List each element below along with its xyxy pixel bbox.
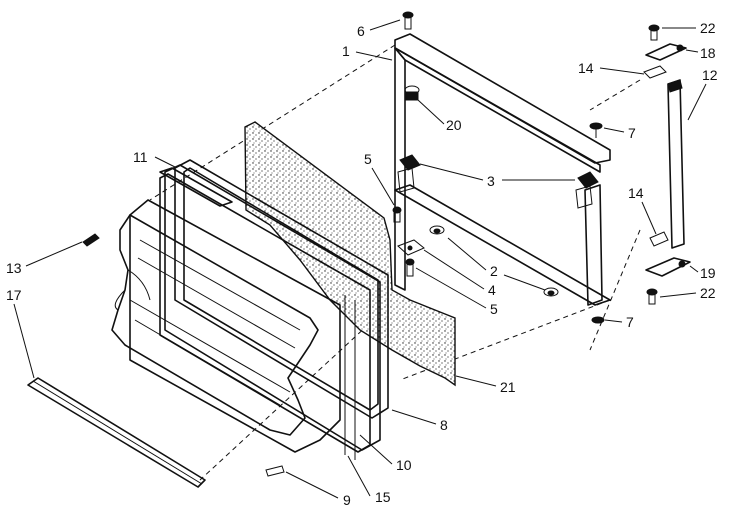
- callout-10: 10: [396, 457, 412, 473]
- callout-12: 12: [702, 67, 718, 83]
- callout-8: 8: [440, 417, 448, 433]
- callouts: 1 2 3 4 5 5 6 7 7 8 9 10: [6, 19, 718, 508]
- hinge-18-icon: [645, 43, 687, 61]
- screw-5-icon: [392, 206, 402, 223]
- callout-2: 2: [490, 263, 498, 279]
- gasket-bar-11: [159, 167, 233, 207]
- plug-13-icon: [82, 233, 100, 247]
- callout-3: 3: [487, 173, 495, 189]
- trim-strip-17: [27, 377, 206, 488]
- callout-14-top: 14: [578, 60, 594, 76]
- shim-14-top-icon: [643, 65, 667, 79]
- callout-6: 6: [357, 23, 365, 39]
- callout-4: 4: [488, 282, 496, 298]
- screw-22-top-icon: [648, 24, 660, 41]
- inner-door-panel: [111, 199, 341, 453]
- construction-lines: [149, 44, 641, 481]
- callout-7-top: 7: [628, 125, 636, 141]
- shim-14-bottom-icon: [649, 231, 669, 247]
- callout-11: 11: [133, 149, 148, 165]
- callout-1: 1: [342, 43, 350, 59]
- callout-22-top: 22: [700, 20, 716, 36]
- callout-22-bottom: 22: [700, 285, 716, 301]
- callout-13: 13: [6, 260, 22, 276]
- callout-5-upper: 5: [364, 151, 372, 167]
- callout-19: 19: [700, 265, 716, 281]
- callout-15: 15: [375, 489, 391, 505]
- callout-21: 21: [500, 379, 516, 395]
- bracket-4-icon: [397, 239, 425, 256]
- callout-17: 17: [6, 287, 22, 303]
- callout-9: 9: [343, 492, 351, 508]
- door-frame: [394, 33, 611, 306]
- callout-7-bottom: 7: [626, 314, 634, 330]
- callout-14-bottom: 14: [628, 185, 644, 201]
- hardware-parts: [82, 11, 605, 477]
- screw-7-bottom-icon: [591, 316, 605, 324]
- screw-22-bottom-icon: [646, 288, 658, 305]
- screw-7-icon: [589, 122, 603, 138]
- bumper-20-icon: [404, 85, 420, 101]
- callout-18: 18: [700, 45, 716, 61]
- callout-20: 20: [446, 117, 462, 133]
- gasket-strip-12: [667, 79, 685, 249]
- hinge-parts: [643, 24, 691, 305]
- hinge-19-icon: [645, 257, 691, 277]
- grommet-2-icon: [429, 225, 559, 297]
- screw-6-icon: [402, 11, 414, 30]
- screw-9-icon: [265, 465, 285, 477]
- screw-5-lower-icon: [405, 258, 415, 277]
- callout-5-lower: 5: [490, 301, 498, 317]
